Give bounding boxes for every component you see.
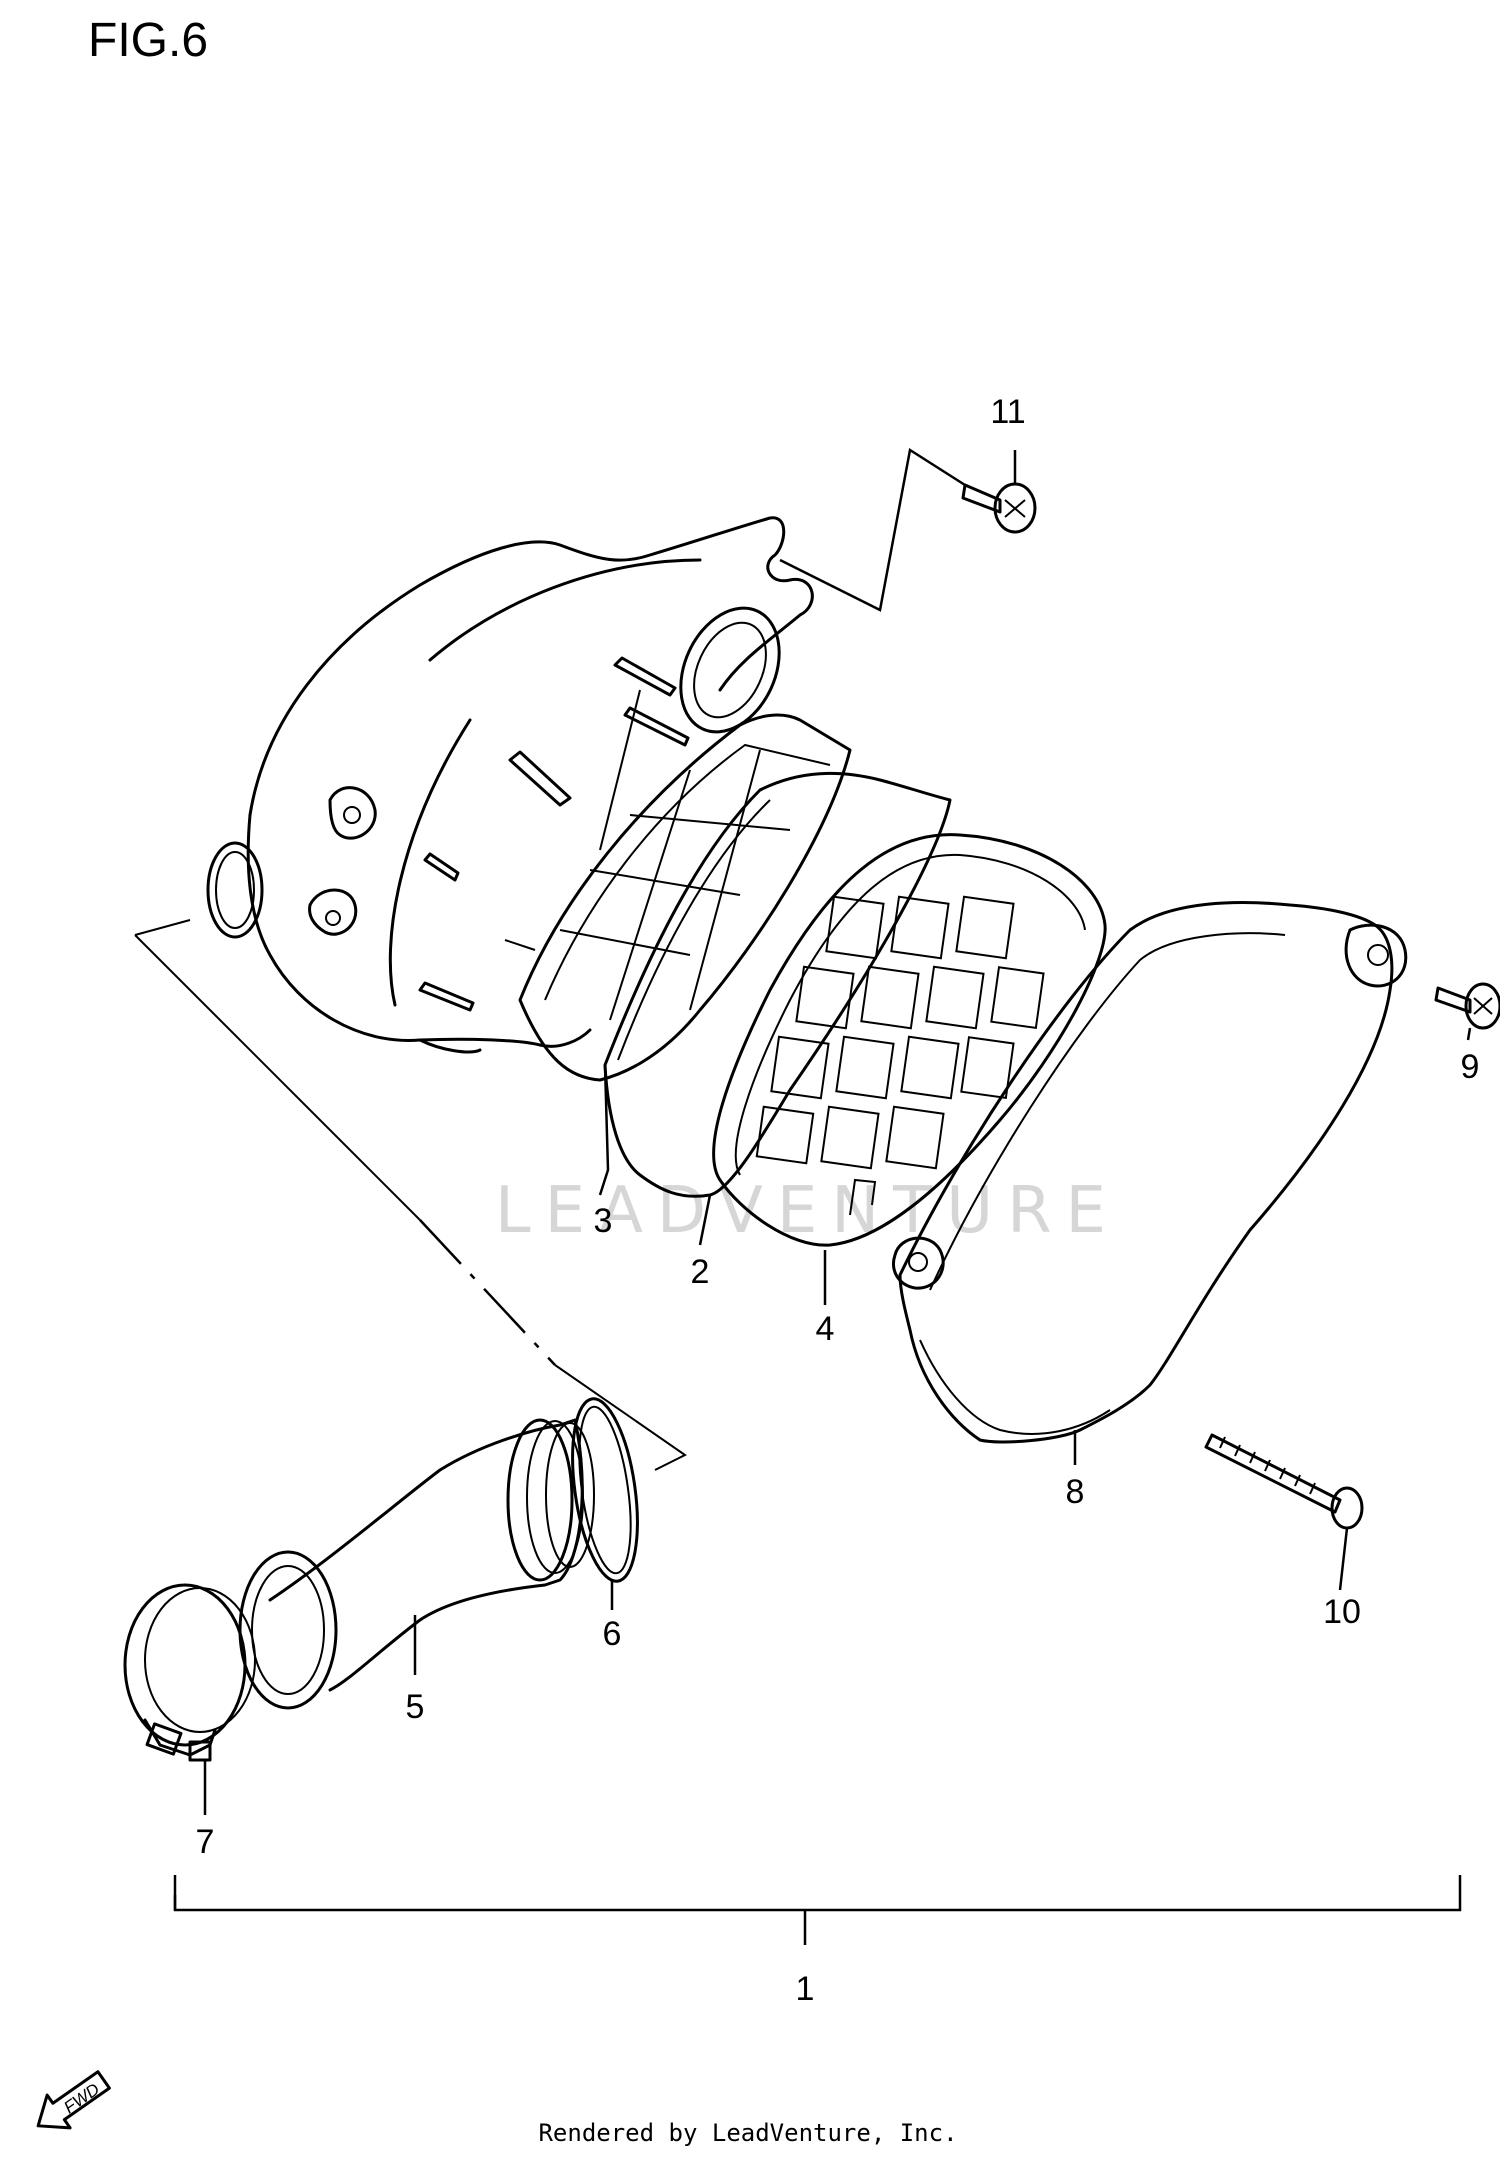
bolt-9-icon	[1434, 982, 1500, 1030]
callout-11: 11	[990, 393, 1025, 431]
fwd-arrow-icon: FWD	[36, 2070, 111, 2130]
case-cover	[892, 901, 1408, 1444]
callout-1: 1	[796, 1970, 815, 2008]
callout-6: 6	[603, 1615, 622, 1653]
filter-element	[603, 771, 952, 1198]
leader-lines	[173, 447, 1472, 1945]
clamp	[123, 1583, 256, 1762]
callout-4: 4	[816, 1310, 835, 1348]
air-cleaner-case	[206, 516, 814, 1054]
intake-pipe	[238, 1418, 595, 1710]
callout-3: 3	[594, 1202, 613, 1240]
callout-7: 7	[196, 1823, 215, 1861]
callout-8: 8	[1066, 1473, 1085, 1511]
callout-10: 10	[1323, 1593, 1361, 1631]
screw-10-icon	[1204, 1433, 1364, 1530]
filter-cage-front	[712, 833, 1107, 1247]
filter-cage-rear	[518, 713, 852, 1082]
render-credit: Rendered by LeadVenture, Inc.	[538, 2119, 957, 2147]
callout-9: 9	[1461, 1048, 1480, 1086]
seal-ring	[571, 1397, 639, 1583]
watermark-text: LEADVENTURE	[495, 1174, 1120, 1248]
callout-5: 5	[406, 1688, 425, 1726]
assembly-reference-outline	[134, 919, 687, 1471]
callout-2: 2	[691, 1253, 710, 1291]
figure-title: FIG.6	[88, 14, 208, 67]
bolt-11-icon	[961, 482, 1037, 534]
